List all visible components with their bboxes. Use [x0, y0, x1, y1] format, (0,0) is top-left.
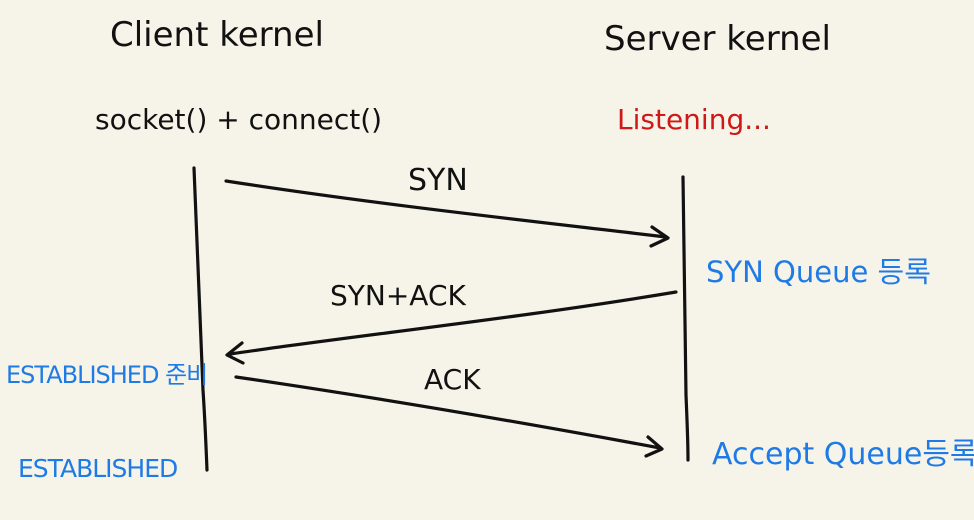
accept-queue-note: Accept Queue등록 [712, 437, 974, 472]
established-ready-note: ESTABLISHED 준비 [6, 361, 208, 389]
client-kernel-title: Client kernel [110, 15, 324, 55]
client-lifeline [192, 166, 209, 472]
syn-queue-note: SYN Queue 등록 [706, 255, 931, 289]
server-lifeline [681, 175, 690, 462]
server-listening-status: Listening... [617, 103, 771, 136]
syn-ack-arrowhead [225, 341, 245, 365]
ack-label: ACK [424, 363, 481, 396]
syn-arrowhead [649, 225, 670, 248]
established-note: ESTABLISHED [18, 454, 178, 483]
ack-arrow [234, 375, 662, 450]
syn-ack-label: SYN+ACK [330, 279, 466, 312]
client-connect-call: socket() + connect() [95, 103, 383, 136]
server-kernel-title: Server kernel [604, 19, 831, 59]
ack-arrowhead [644, 435, 664, 458]
syn-ack-arrow [228, 290, 678, 356]
syn-label: SYN [408, 163, 468, 198]
syn-arrow [224, 179, 668, 239]
